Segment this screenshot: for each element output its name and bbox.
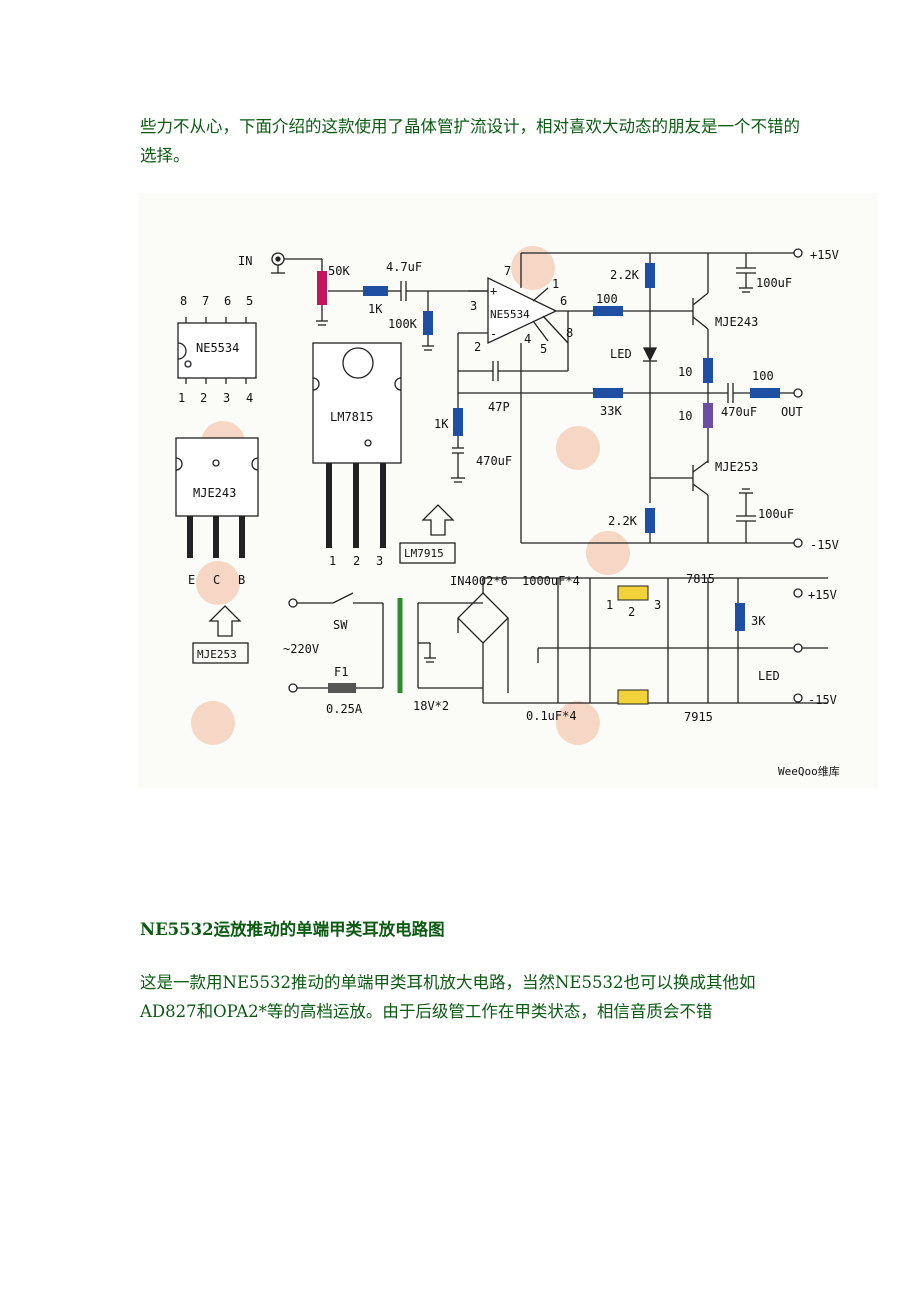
label-pin8: 8 xyxy=(566,326,573,340)
label-ps-neg: -15V xyxy=(808,693,837,707)
to126-name: MJE243 xyxy=(193,486,236,500)
dip-pin-3: 3 xyxy=(223,391,230,405)
section-heading: NE5532运放推动的单端甲类耳放电路图 xyxy=(140,920,445,939)
body-paragraph: 这是一款用NE5532推动的单端甲类耳机放大电路，当然NE5532也可以换成其他… xyxy=(140,973,756,1021)
label-c01u: 0.1uF*4 xyxy=(526,709,577,723)
label-r1k: 1K xyxy=(368,302,383,316)
label-led-bias: LED xyxy=(610,347,632,361)
label-pin3: 3 xyxy=(470,299,477,313)
to220-pin-2: 2 xyxy=(353,554,360,568)
reg-pin-2: 2 xyxy=(628,605,635,619)
reg-pin-1: 1 xyxy=(606,598,613,612)
dip-pin-2: 2 xyxy=(200,391,207,405)
label-pin5: 5 xyxy=(540,342,547,356)
label-c1000u: 1000uF*4 xyxy=(522,574,580,588)
dip-pin-8: 8 xyxy=(180,294,187,308)
label-r1k-fb: 1K xyxy=(434,417,449,431)
dip-pin-4: 4 xyxy=(246,391,253,405)
regulator-7815 xyxy=(617,585,649,601)
lm7915-box: LM7915 xyxy=(404,547,444,560)
label-pin7: 7 xyxy=(504,264,511,278)
label-diodes: IN4002*6 xyxy=(450,574,508,588)
label-v-pos: +15V xyxy=(810,248,839,262)
regulator-7915 xyxy=(617,689,649,705)
intro-paragraph: 些力不从心，下面介绍的这款使用了晶体管扩流设计，相对喜欢大动态的朋友是一个不错的… xyxy=(140,117,800,165)
label-ps-pos: +15V xyxy=(808,588,837,602)
pin-b: B xyxy=(238,573,245,587)
label-c100u-top: 100uF xyxy=(756,276,792,290)
label-opamp: NE5534 xyxy=(490,308,530,321)
label-pin2: 2 xyxy=(474,340,481,354)
label-reg-pos: 7815 xyxy=(686,572,715,586)
label-r100-base: 100 xyxy=(596,292,618,306)
label-in: IN xyxy=(238,254,252,268)
potentiometer xyxy=(317,271,327,305)
dip-pin-7: 7 xyxy=(202,294,209,308)
label-r2k2-top: 2.2K xyxy=(610,268,640,282)
label-plus: + xyxy=(490,284,497,298)
label-r33k: 33K xyxy=(600,404,622,418)
to220-pin-3: 3 xyxy=(376,554,383,568)
reg-pin-3: 3 xyxy=(654,598,661,612)
dip-pin-5: 5 xyxy=(246,294,253,308)
label-c47p: 47P xyxy=(488,400,510,414)
label-q-pnp: MJE253 xyxy=(715,460,758,474)
dip-pin-1: 1 xyxy=(178,391,185,405)
label-c100u-bot: 100uF xyxy=(758,507,794,521)
label-xfmr: 18V*2 xyxy=(413,699,449,713)
pin-e: E xyxy=(188,573,195,587)
label-fuse-val: 0.25A xyxy=(326,702,363,716)
label-pin6: 6 xyxy=(560,294,567,308)
to220-pin-1: 1 xyxy=(329,554,336,568)
label-pin1: 1 xyxy=(552,277,559,291)
mje253-box: MJE253 xyxy=(197,648,237,661)
label-led-pwr: LED xyxy=(758,669,780,683)
label-out: OUT xyxy=(781,405,803,419)
label-fuse: F1 xyxy=(334,665,348,679)
label-reg-neg: 7915 xyxy=(684,710,713,724)
dip-name: NE5534 xyxy=(196,341,239,355)
fuse xyxy=(328,683,356,693)
label-v-neg: -15V xyxy=(810,538,839,552)
label-r100-out: 100 xyxy=(752,369,774,383)
label-r3k: 3K xyxy=(751,614,766,628)
label-r10a: 10 xyxy=(678,365,692,379)
label-r10b: 10 xyxy=(678,409,692,423)
resistors xyxy=(363,263,780,631)
watermark-text: WeeQoo维库 xyxy=(778,765,840,778)
label-mains: ~220V xyxy=(283,642,319,656)
label-r100k: 100K xyxy=(388,317,418,331)
label-pin4: 4 xyxy=(524,332,531,346)
label-r2k2-bot: 2.2K xyxy=(608,514,638,528)
label-c-in: 4.7uF xyxy=(386,260,422,274)
to220-name: LM7815 xyxy=(330,410,373,424)
label-q-npn: MJE243 xyxy=(715,315,758,329)
label-c470u-out: 470uF xyxy=(721,405,757,419)
circuit-figure: IN 50K 4.7uF 1K 100K NE5534 7 1 6 3 2 4 … xyxy=(138,193,878,788)
label-c470u-fb: 470uF xyxy=(476,454,512,468)
pin-c: C xyxy=(213,573,220,587)
label-sw: SW xyxy=(333,618,348,632)
dip-pin-6: 6 xyxy=(224,294,231,308)
label-minus: - xyxy=(490,327,497,341)
label-pot: 50K xyxy=(328,264,350,278)
